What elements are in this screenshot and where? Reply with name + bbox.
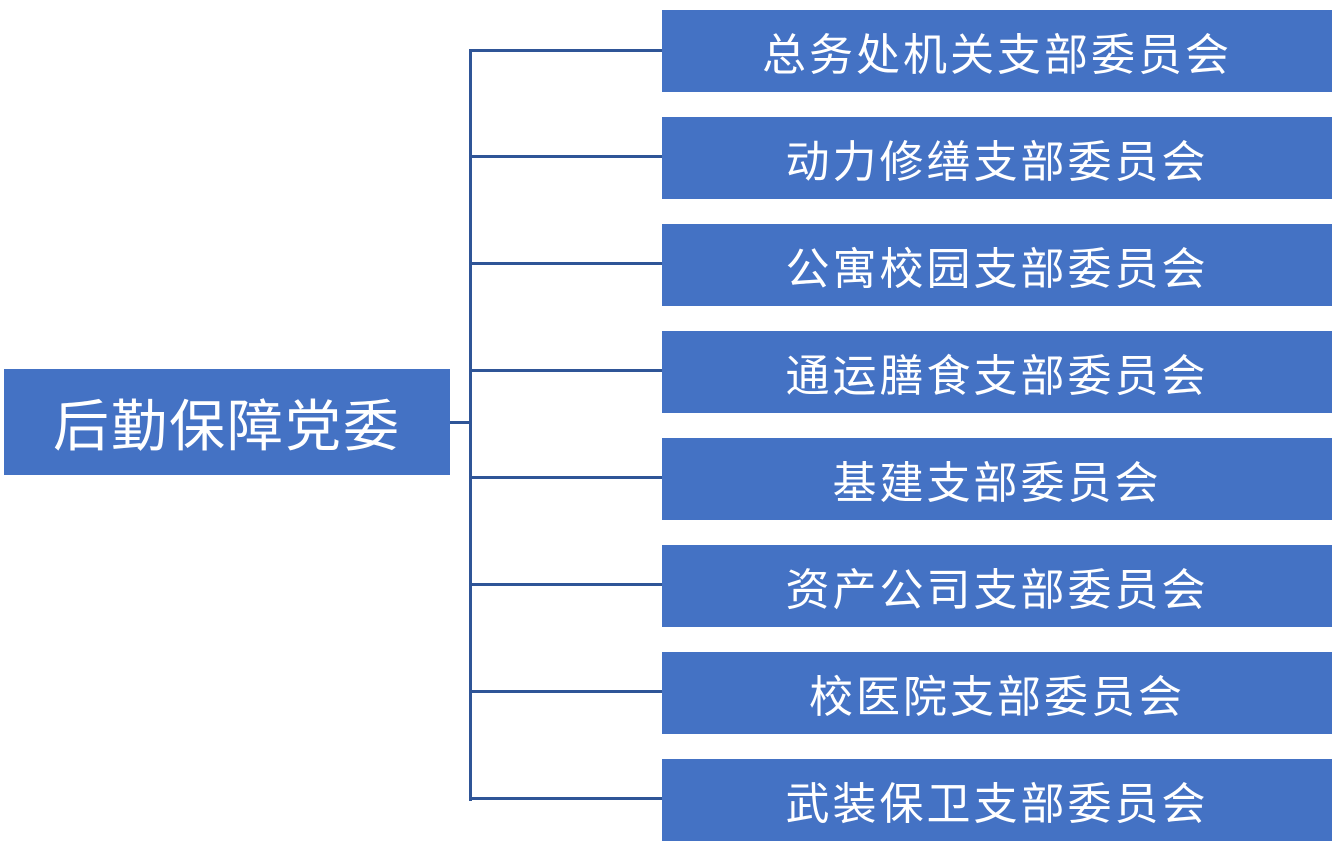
branch-node-security: 武装保卫支部委员会 [662, 759, 1332, 841]
branch-connector [469, 49, 662, 52]
branch-node-general-affairs: 总务处机关支部委员会 [662, 10, 1332, 92]
branch-node-transport-catering: 通运膳食支部委员会 [662, 331, 1332, 413]
branch-node-power-maintenance: 动力修缮支部委员会 [662, 117, 1332, 199]
root-node: 后勤保障党委 [4, 369, 450, 475]
branch-connector [469, 476, 662, 479]
trunk-line [469, 50, 472, 801]
branch-connector [469, 262, 662, 265]
branch-node-apartment-campus: 公寓校园支部委员会 [662, 224, 1332, 306]
branch-node-infrastructure: 基建支部委员会 [662, 438, 1332, 520]
branch-node-hospital: 校医院支部委员会 [662, 652, 1332, 734]
branch-connector [469, 369, 662, 372]
branch-node-asset-company: 资产公司支部委员会 [662, 545, 1332, 627]
branch-connector [469, 690, 662, 693]
branch-connector [469, 583, 662, 586]
branch-connector [469, 155, 662, 158]
branch-connector [469, 797, 662, 800]
root-connector [450, 421, 471, 424]
